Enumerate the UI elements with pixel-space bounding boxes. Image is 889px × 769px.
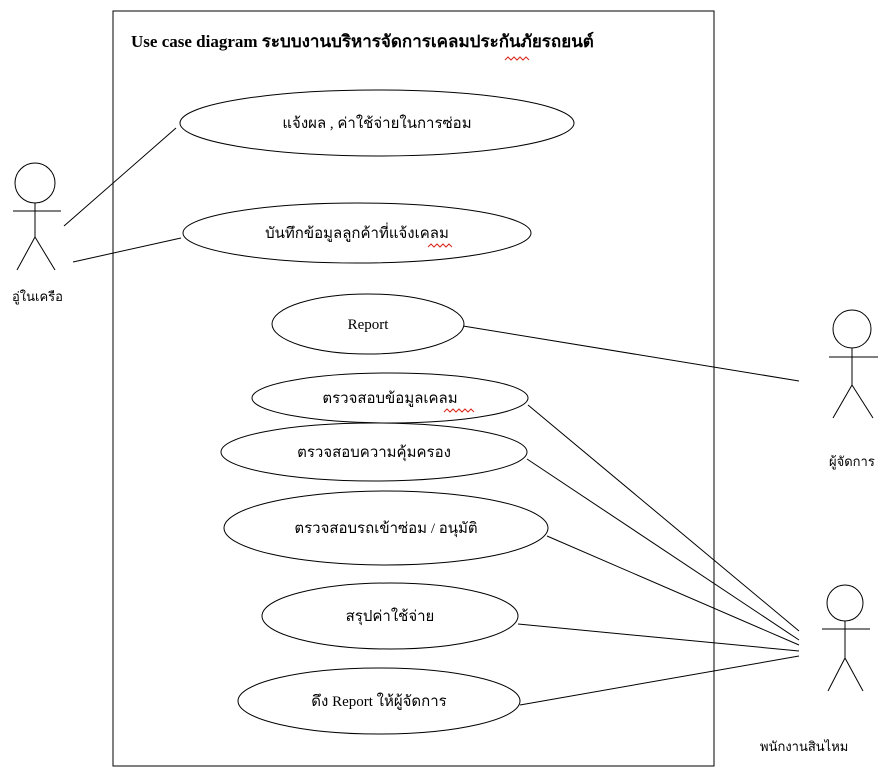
actor-claims-staff (822, 584, 870, 692)
assoc-garage-record (72, 237, 182, 263)
assoc-garage-notify (63, 127, 177, 227)
assoc-staff-approve (546, 535, 800, 646)
assoc-manager-report (462, 325, 800, 382)
assoc-staff-pullreport (519, 655, 800, 706)
use-case-check-claim-data: ตรวจสอบข้อมูลเคลม (251, 372, 529, 424)
spellcheck-underline (504, 56, 530, 61)
use-case-summarize-expenses: สรุปค่าใช้จ่าย (261, 582, 519, 650)
use-case-pull-report-for-manager: ดึง Report ให้ผู้จัดการ (237, 667, 521, 735)
use-case-label: Report (348, 317, 390, 333)
use-case-record-customer-claim: บันทึกข้อมูลลูกค้าที่แจ้งเคลม (182, 202, 532, 264)
use-case-label: ดึง Report ให้ผู้จัดการ (311, 692, 446, 710)
use-case-label: บันทึกข้อมูลลูกค้าที่แจ้งเคลม (265, 222, 449, 242)
use-case-label: สรุปค่าใช้จ่าย (346, 607, 435, 626)
use-case-label: ตรวจสอบความคุ้มครอง (297, 444, 451, 462)
use-case-notify-repair-cost: แจ้งผล , ค่าใช้จ่ายในการซ่อม (179, 89, 575, 157)
use-case-label: ตรวจสอบรถเข้าซ่อม / อนุมัติ (294, 520, 477, 538)
actor-manager (829, 309, 878, 419)
system-boundary (112, 10, 715, 767)
assoc-staff-coverage (526, 458, 800, 641)
assoc-staff-checkclaim (527, 404, 800, 632)
actor-head (832, 309, 872, 349)
use-case-report: Report (271, 293, 465, 355)
actor-head (826, 584, 864, 622)
actor-label-manager: ผู้จัดการ (829, 454, 875, 470)
diagram-title: Use case diagram ระบบงานบริหารจัดการเคลม… (131, 31, 594, 51)
use-case-label: แจ้งผล , ค่าใช้จ่ายในการซ่อม (282, 114, 471, 132)
spellcheck-underline (427, 243, 453, 248)
assoc-staff-summary (517, 623, 800, 652)
associations (63, 127, 800, 706)
actor-garage (13, 162, 61, 271)
use-case-check-car-repair-approve: ตรวจสอบรถเข้าซ่อม / อนุมัติ (223, 490, 549, 566)
actor-label-garage: อู่ในเครือ (12, 289, 63, 305)
use-case-label: ตรวจสอบข้อมูลเคลม (322, 390, 457, 407)
actor-label-claims-staff: พนักงานสินไหม (760, 739, 848, 754)
use-case-check-coverage: ตรวจสอบความคุ้มครอง (220, 422, 528, 482)
spellcheck-underline (443, 408, 475, 413)
actor-head (14, 162, 56, 204)
